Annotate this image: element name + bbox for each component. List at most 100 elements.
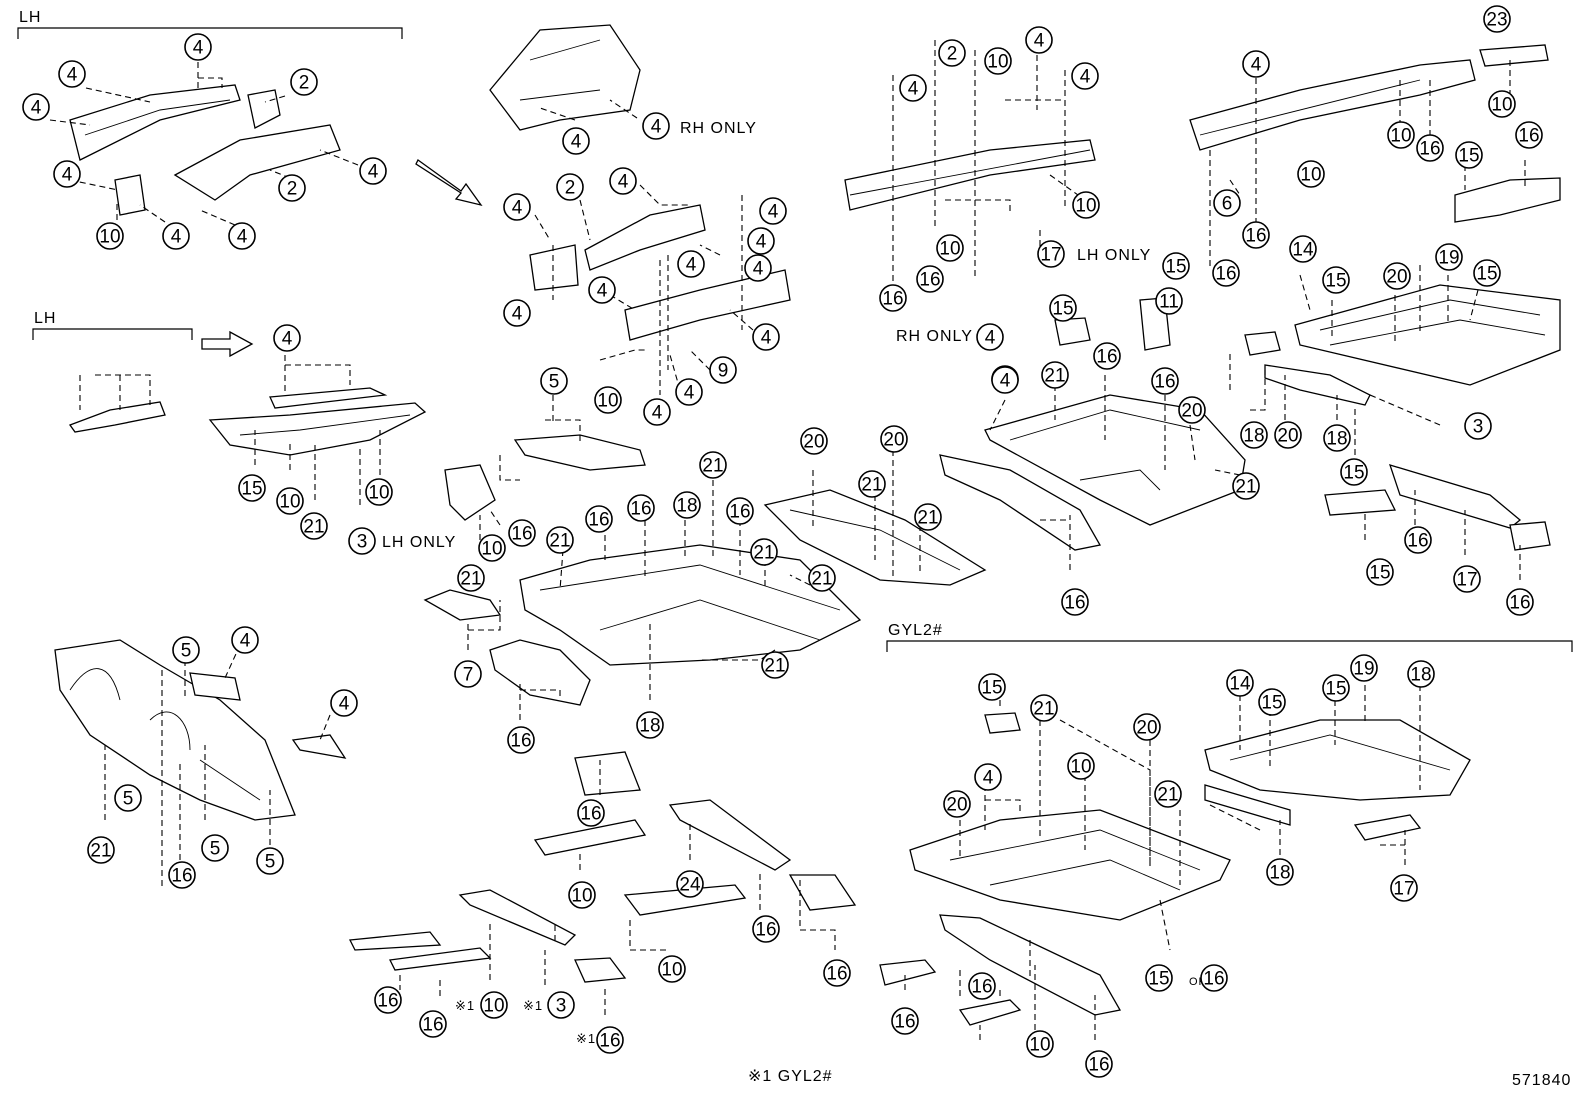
callout-number: 16	[422, 1015, 443, 1036]
callout-number: 10	[597, 391, 618, 412]
callout-16: 16	[374, 986, 402, 1014]
callout-number: 4	[512, 198, 523, 219]
callout-number: 21	[90, 841, 111, 862]
callout-17: 17	[1453, 565, 1481, 593]
callout-circle	[300, 512, 328, 540]
callout-4: 4	[643, 398, 671, 426]
callout-4: 4	[747, 227, 775, 255]
rh-only-label-a: RH ONLY	[680, 120, 757, 137]
callout-16: 16	[1212, 259, 1240, 287]
callout-number: 3	[357, 532, 368, 553]
callout-4: 4	[228, 222, 256, 250]
callout-number: 15	[1369, 563, 1390, 584]
callout-number: 16	[1245, 226, 1266, 247]
callout-4: 4	[1071, 62, 1099, 90]
callout-10: 10	[365, 478, 393, 506]
callout-circle	[114, 784, 142, 812]
callout-circle	[677, 250, 705, 278]
callout-16: 16	[1416, 134, 1444, 162]
callout-circle	[1037, 240, 1065, 268]
callout-number: 16	[826, 964, 847, 985]
callout-4: 4	[562, 127, 590, 155]
callout-circle	[348, 527, 376, 555]
callout-number: 21	[1157, 785, 1178, 806]
callout-3: 3	[348, 527, 376, 555]
callout-circle	[1061, 588, 1089, 616]
callout-21: 21	[1154, 780, 1182, 808]
callout-number: 3	[556, 996, 567, 1017]
callout-20: 20	[1178, 396, 1206, 424]
callout-number: 10	[571, 886, 592, 907]
part-shapes	[54, 24, 1561, 1026]
callout-circle	[676, 870, 704, 898]
callout-15: 15	[978, 673, 1006, 701]
callout-number: 5	[265, 852, 276, 873]
callout-circle	[231, 626, 259, 654]
callout-circle	[503, 299, 531, 327]
lh-only-label-b: LH ONLY	[1077, 247, 1151, 264]
callout-circle	[1145, 964, 1173, 992]
callout-number: 4	[62, 165, 73, 186]
callout-number: 4	[282, 329, 293, 350]
callout-4: 4	[899, 74, 927, 102]
callout-circle	[808, 564, 836, 592]
callout-14: 14	[1226, 669, 1254, 697]
callout-circle	[374, 986, 402, 1014]
callout-number: 17	[1040, 245, 1061, 266]
callout-number: 10	[99, 227, 120, 248]
callout-10: 10	[276, 487, 304, 515]
callout-2: 2	[290, 68, 318, 96]
callout-number: 4	[31, 98, 42, 119]
callout-circle	[1162, 252, 1190, 280]
callout-circle	[1232, 472, 1260, 500]
callout-circle	[228, 222, 256, 250]
callout-circle	[991, 366, 1019, 394]
callout-circle	[1407, 660, 1435, 688]
callout-circle	[1453, 565, 1481, 593]
callout-number: 21	[753, 543, 774, 564]
callout-circle	[1435, 243, 1463, 271]
callout-number: 18	[1269, 863, 1290, 884]
callout-15: 15	[1258, 688, 1286, 716]
callout-4: 4	[53, 160, 81, 188]
callout-10: 10	[96, 222, 124, 250]
callout-10: 10	[480, 991, 508, 1019]
callout-circle	[480, 991, 508, 1019]
callout-number: 15	[1165, 257, 1186, 278]
callout-number: 15	[1476, 264, 1497, 285]
callout-number: 20	[883, 430, 904, 451]
callout-10: 10	[1297, 160, 1325, 188]
callout-number: 2	[287, 179, 298, 200]
callout-circle	[1026, 1030, 1054, 1058]
callout-circle	[503, 193, 531, 221]
callout-number: 4	[983, 768, 994, 789]
callout-number: 20	[1181, 401, 1202, 422]
callout-circle	[914, 503, 942, 531]
callout-number: 16	[1096, 347, 1117, 368]
callout-4: 4	[588, 276, 616, 304]
callout-circle	[1242, 50, 1270, 78]
callout-number: 16	[630, 499, 651, 520]
callout-number: 4	[339, 694, 350, 715]
callout-circle	[1212, 259, 1240, 287]
callout-circle	[577, 799, 605, 827]
callout-circle	[1266, 858, 1294, 886]
callout-circle	[184, 33, 212, 61]
callout-circle	[1155, 287, 1183, 315]
callout-number: 4	[571, 132, 582, 153]
callout-number: 5	[123, 789, 134, 810]
callout-circle	[858, 470, 886, 498]
callout-10: 10	[936, 234, 964, 262]
callout-circle	[744, 254, 772, 282]
callout-circle	[1455, 141, 1483, 169]
callout-circle	[636, 711, 664, 739]
callout-circle	[1416, 134, 1444, 162]
callout-number: 16	[171, 866, 192, 887]
callout-number: 18	[639, 716, 660, 737]
callout-20: 20	[880, 425, 908, 453]
callout-15: 15	[1366, 558, 1394, 586]
callout-20: 20	[943, 790, 971, 818]
callout-number: 10	[1070, 757, 1091, 778]
callout-number: 21	[1235, 477, 1256, 498]
callout-4: 4	[273, 324, 301, 352]
